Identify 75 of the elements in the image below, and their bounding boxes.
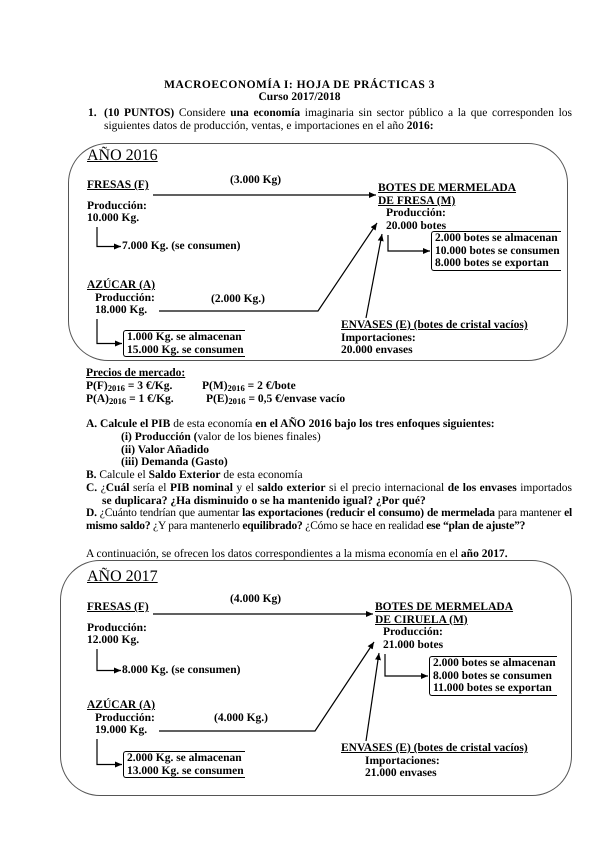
value-text: Producción: <box>87 200 148 212</box>
title: MACROECONOMÍA I: HOJA DE PRÁCTICAS 3 <box>164 79 435 92</box>
text-line: A continuación, se ofrecen los datos correspondientes a la misma economía en el año 2017. <box>86 548 509 561</box>
edge-label: (3.000 Kg) <box>229 174 282 187</box>
value-text: 2.000 botes se almacenan <box>435 232 559 245</box>
text-line: Curso 2017/2018 <box>258 91 341 104</box>
value-text: 10.000 Kg. <box>87 212 140 226</box>
text-line: D. ¿Cuánto tendrían que aumentar las exportaciones (reducir el consumo) de mermelada para mantener el mismo saldo? ¿Y para mantenerlo equilibrado? ¿Cómo se hace en realidad ese “plan de ajuste”? <box>86 507 572 532</box>
arrow <box>153 611 373 617</box>
edge-label: (4.000 Kg.) <box>213 712 269 725</box>
text-line: B. Calcule el Saldo Exterior de esta economía <box>86 469 303 482</box>
heading: ENVASES (E) (botes de cristal vacíos) <box>341 319 528 332</box>
text-line: A. Calcule el PIB de esta economía en el AÑO 2016 bajo los tres enfoques siguientes: <box>86 418 496 431</box>
text-line: (10 PUNTOS) Considere una economía imaginaria sin sector público a la que corresponden los siguientes datos de producción, ventas, e importaciones en el año 2016: <box>104 107 572 132</box>
value-text: 18.000 Kg. <box>94 304 148 318</box>
value-text: Importaciones: <box>364 754 441 768</box>
text-line: P(M)$_{2016}$ = 2 €/bote <box>202 380 296 393</box>
value-text: Importaciones: <box>341 332 417 344</box>
text-line: (iii) Demanda (Gasto) <box>121 456 228 469</box>
bracketed-list <box>429 656 557 696</box>
arrow <box>96 649 121 674</box>
text-line: (i) Producción (valor de los bienes finales) <box>121 431 321 444</box>
value-text: 21.000 envases <box>364 767 438 780</box>
rounded-panel <box>60 560 572 796</box>
value-text: 13.000 Kg. se consumen <box>127 764 244 778</box>
value-text: 8.000 botes se exportan <box>435 257 550 270</box>
value-text: Producción: <box>94 292 156 304</box>
heading: BOTES DE MERMELADA DE FRESA (M) <box>378 182 518 208</box>
heading: AZÚCAR (A) <box>87 279 156 292</box>
text-line: 1. <box>88 107 97 120</box>
bracketed-list <box>123 330 245 358</box>
edge-label: (2.000 Kg.) <box>210 293 266 306</box>
value-text: 11.000 botes se exportan <box>433 682 553 696</box>
text-line: (ii) Valor Añadido <box>121 444 209 457</box>
heading: FRESAS (F) <box>87 179 149 192</box>
heading: AZÚCAR (A) <box>87 699 156 712</box>
value-text: 10.000 botes se consumen <box>435 244 560 258</box>
bracketed-list <box>431 231 561 272</box>
heading: FRESAS (F) <box>87 601 149 614</box>
arrow <box>96 739 122 768</box>
value-text: 8.000 Kg. (se consumen) <box>122 664 241 677</box>
arrow <box>365 652 381 742</box>
arrow <box>159 222 378 312</box>
arrow <box>159 642 374 732</box>
value-text: 15.000 Kg. se consumen <box>127 344 244 356</box>
arrow <box>384 654 428 679</box>
text-line: Precios de mercado: <box>86 367 186 380</box>
value-text: 8.000 botes se consumen <box>433 670 553 682</box>
bracketed-list <box>123 751 245 778</box>
value-text: Producción: <box>382 626 444 640</box>
arrow <box>387 235 430 254</box>
arrow <box>153 192 376 198</box>
edge-label: (4.000 Kg) <box>229 593 282 606</box>
rounded-panel <box>68 143 568 361</box>
text-line: P(F)$_{2016}$ = 3 €/Kg. <box>86 380 172 393</box>
heading: ENVASES (E) (botes de cristal vacíos) <box>341 742 528 755</box>
arrow <box>96 227 121 250</box>
value-text: 20.000 envases <box>341 344 414 358</box>
value-text: Producción: <box>94 712 156 724</box>
value-text: 21.000 botes <box>382 639 444 652</box>
text-line: P(A)$_{2016}$ = 1 €/Kg. <box>86 393 174 406</box>
text-line: C. ¿Cuál sería el PIB nominal y el saldo exterior si el precio internacional de los envases importados se duplicara? ¿Ha disminuido o se ha mantenido igual? ¿Por qué? <box>86 482 572 508</box>
value-text: 12.000 Kg. <box>87 634 140 648</box>
value-text: Producción: <box>87 622 148 634</box>
value-text: 19.000 Kg. <box>94 724 148 738</box>
value-text: Producción: <box>385 207 447 220</box>
value-text: 7.000 Kg. (se consumen) <box>122 240 241 253</box>
heading: BOTES DE MERMELADA DE CIRUELA (M) <box>375 601 514 626</box>
value-text: 1.000 Kg. se almacenan <box>127 331 243 344</box>
value-text: 2.000 Kg. se almacenan <box>127 752 243 765</box>
arrow <box>365 234 384 318</box>
arrow <box>96 319 122 346</box>
value-text: 20.000 botes <box>385 220 448 233</box>
text-line: P(E)$_{2016}$ = 0,5 €/envase vacío <box>206 393 346 406</box>
value-text: 2.000 botes se almacenan <box>433 657 556 670</box>
